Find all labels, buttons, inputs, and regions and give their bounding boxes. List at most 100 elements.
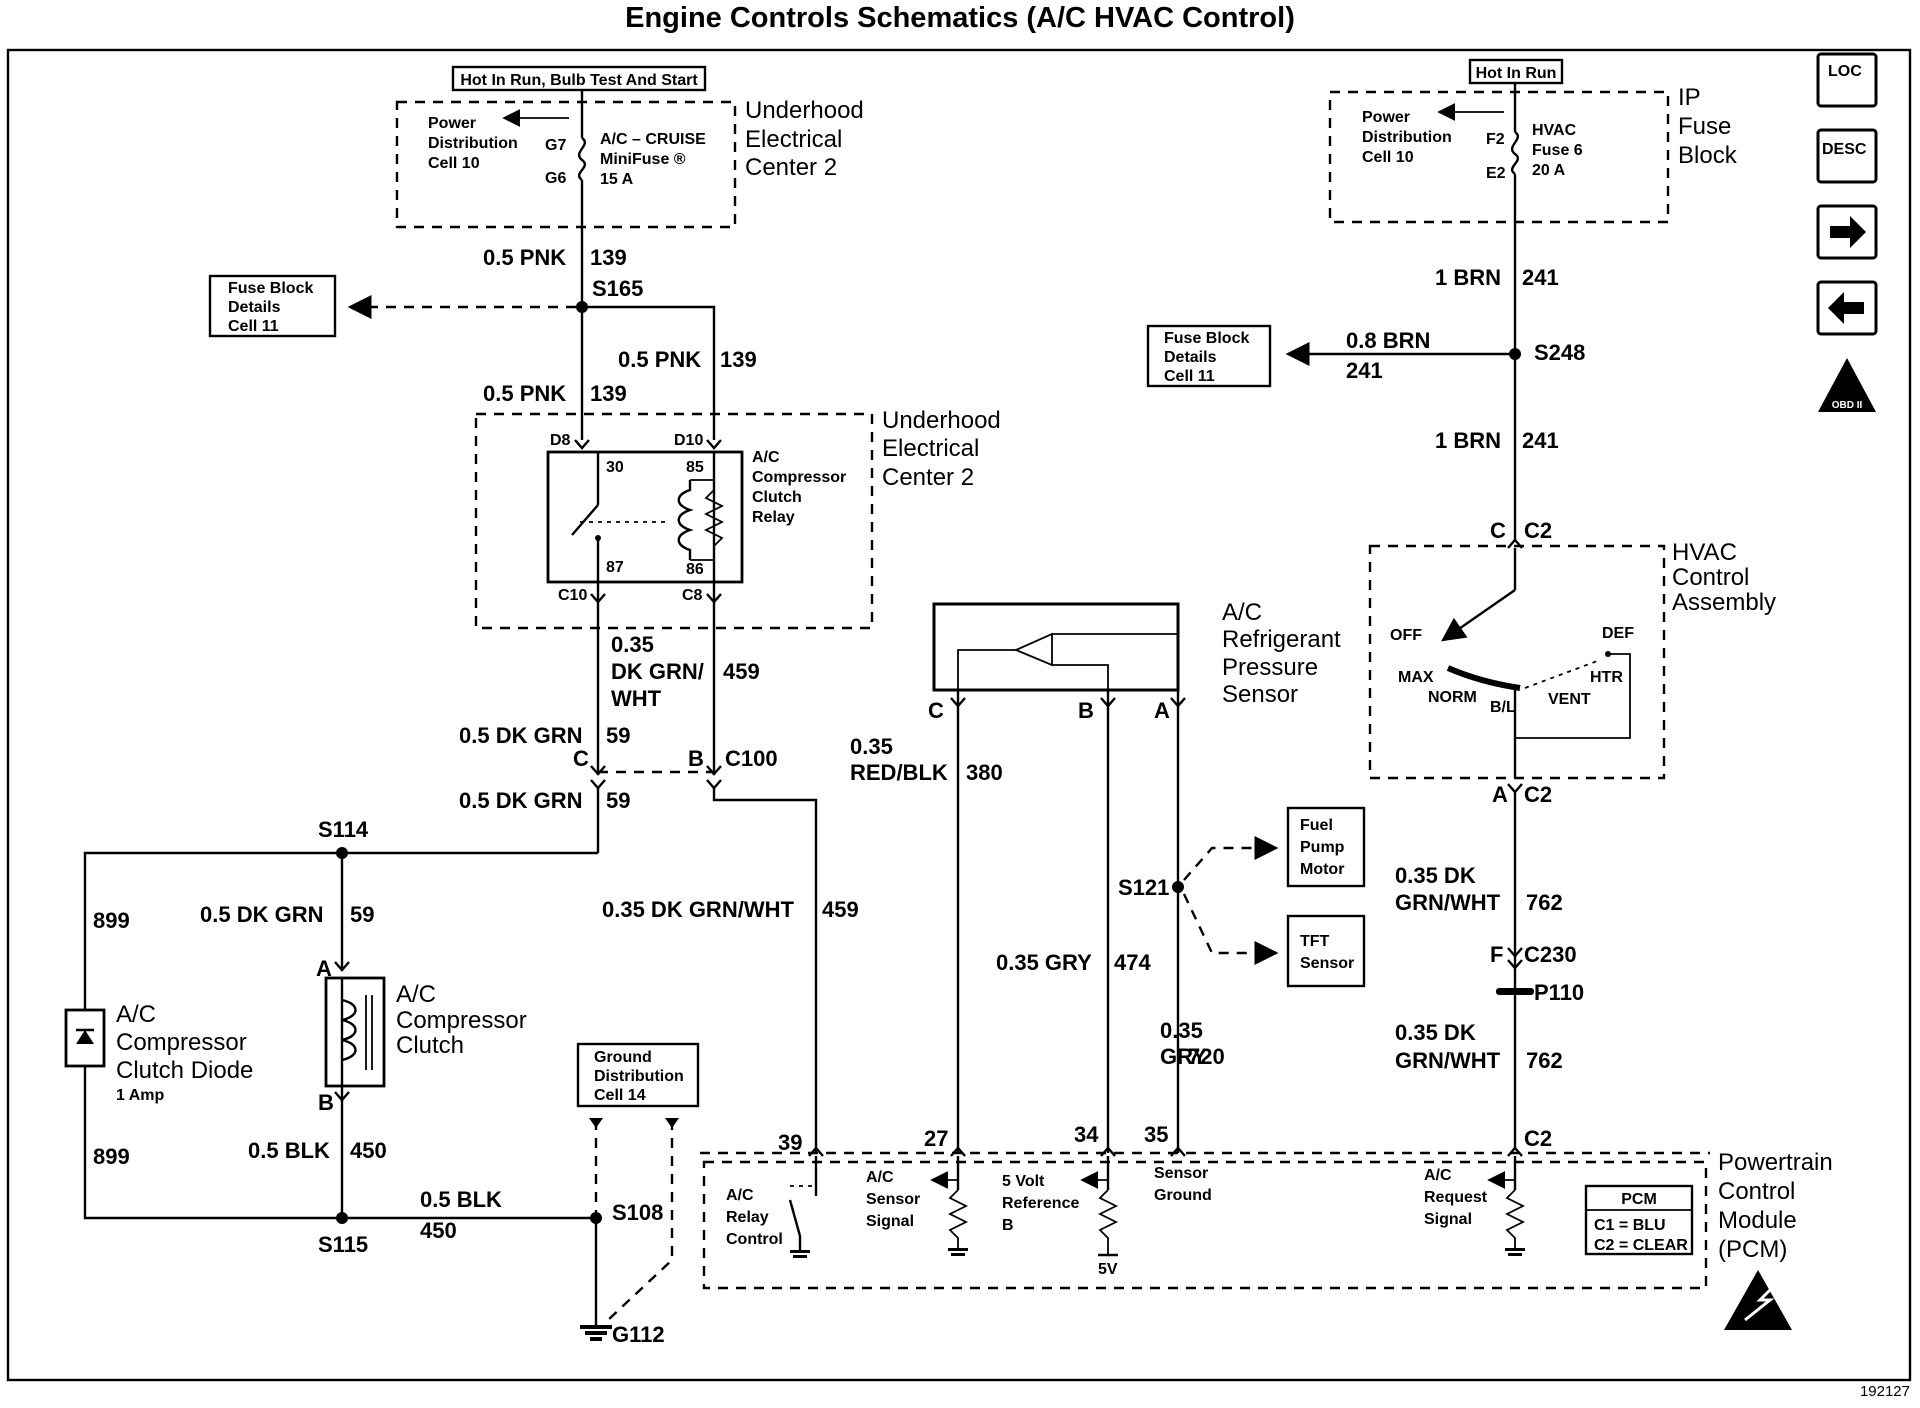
clutch-label: Clutch [396, 1032, 464, 1059]
fuse-label: 20 A [1532, 162, 1566, 179]
pd-label: Cell 10 [428, 155, 480, 172]
splice-label: S115 [318, 1232, 368, 1257]
pin-label: E2 [1486, 165, 1506, 182]
fuel-pump-motor-box[interactable]: Fuel Pump Motor [1286, 806, 1366, 888]
pcm-func: A/C [726, 1187, 754, 1204]
pcm-func: A/C [866, 1169, 894, 1186]
nav-loc-button[interactable]: LOC [1816, 52, 1878, 108]
splice-label: S121 [1118, 875, 1169, 900]
right-power-source: Hot In Run Power Distribution Cell 10 F2… [1328, 58, 1738, 224]
ac-refrigerant-pressure-sensor: A/C Refrigerant Pressure Sensor C B A 0.… [850, 599, 1341, 1153]
obd-icon [1818, 358, 1876, 412]
wire-label: GRY [1160, 1044, 1207, 1069]
sensor-label: A/C [1222, 599, 1262, 626]
pcm-func: Control [726, 1231, 783, 1248]
connector-label: C100 [725, 746, 778, 771]
connector-label: C [1490, 518, 1506, 543]
pd-label: Distribution [1362, 129, 1452, 146]
forward-arrow-icon [1830, 216, 1866, 248]
wire-label: RED/BLK [850, 760, 948, 785]
wire-label: 0.5 DK GRN [459, 723, 582, 748]
nav-desc-button[interactable]: DESC [1816, 128, 1878, 184]
pcm-label: Powertrain [1718, 1149, 1833, 1176]
wire-label: 450 [420, 1218, 457, 1243]
diode-rating: 1 Amp [116, 1087, 165, 1104]
fuse-label: Fuse 6 [1532, 142, 1583, 159]
wire-label: 720 [1188, 1044, 1225, 1069]
wire-762: 0.35 DK GRN/WHT 762 F C230 P110 0.35 DK … [1395, 792, 1584, 1151]
fbd-label: Cell 11 [1164, 368, 1215, 385]
fuel-pump-label: Fuel [1300, 817, 1333, 834]
ground-distribution-box[interactable]: Ground Distribution Cell 14 [576, 1042, 700, 1108]
nav-loc-label: LOC [1828, 63, 1862, 80]
pcm-label: Control [1718, 1178, 1795, 1205]
diode-label: Compressor [116, 1029, 247, 1056]
relay-label: Relay [752, 509, 795, 526]
hot-in-run-label: Hot In Run [1476, 65, 1557, 82]
fbd-label: Details [1164, 349, 1217, 366]
hvac-control-assembly: C C2 HVAC Control Assembly OFF DEF MAX H… [1368, 518, 1776, 807]
connector-label: C2 [1524, 1126, 1552, 1151]
nav-obd-label: OBD II [1832, 400, 1863, 411]
splice-s121 [1172, 881, 1184, 893]
pcm-func: Reference [1002, 1195, 1079, 1212]
pcm-func: A/C [1424, 1167, 1452, 1184]
left-power-source: Hot In Run, Bulb Test And Start Power Di… [395, 65, 864, 229]
tft-sensor-box[interactable]: TFT Sensor [1286, 914, 1366, 988]
fuse-label: A/C – CRUISE [600, 131, 706, 148]
fbd-label: Fuse Block [1164, 330, 1249, 347]
pin-label: 34 [1074, 1122, 1099, 1147]
pin-label: 87 [606, 559, 624, 576]
pd-label: Cell 10 [1362, 149, 1414, 166]
hvac-position: DEF [1602, 625, 1634, 642]
pcm-label: (PCM) [1718, 1236, 1787, 1263]
connector-label: B [688, 746, 704, 771]
nav-back-button[interactable] [1816, 280, 1878, 336]
pin-label: G6 [545, 170, 566, 187]
wire-label: 0.5 BLK [420, 1187, 502, 1212]
pin-label: B [1078, 698, 1094, 723]
pcm-func: Sensor [866, 1191, 920, 1208]
connector-label: C230 [1524, 942, 1577, 967]
pcm-func: Request [1424, 1189, 1488, 1206]
clutch-label: A/C [396, 981, 436, 1008]
nav-forward-button[interactable] [1816, 204, 1878, 260]
fuse-block-details-right[interactable]: Fuse Block Details Cell 11 [1146, 324, 1272, 388]
wire-label: 0.35 GRY [996, 950, 1092, 975]
wires-relay-output: 0.35 DK GRN/ WHT 459 0.5 DK GRN 59 C B C… [83, 582, 859, 1220]
sensor-label: Refrigerant [1222, 626, 1341, 653]
wire-label: 0.5 PNK [483, 381, 566, 406]
wire-label: 0.5 PNK [483, 245, 566, 270]
wire-label: 1 BRN [1435, 265, 1501, 290]
pin-label: 35 [1144, 1122, 1168, 1147]
pin-label: 39 [778, 1130, 802, 1155]
splice-s248 [1509, 348, 1521, 360]
wire-241: 1 BRN 241 S248 0.8 BRN 241 1 BRN 241 [1285, 174, 1585, 540]
fuse-block-details-left[interactable]: Fuse Block Details Cell 11 [208, 274, 337, 338]
pcm-label: Module [1718, 1207, 1797, 1234]
ac-compressor-clutch-relay: Underhood Electrical Center 2 D8 D10 30 … [474, 407, 1001, 630]
nav-obd-button[interactable]: OBD II [1818, 358, 1876, 412]
relay-label: Compressor [752, 469, 846, 486]
pcm-func: Signal [866, 1213, 914, 1230]
pd-label: Distribution [428, 135, 518, 152]
wire-label: 241 [1346, 358, 1383, 383]
hvac-position: OFF [1390, 627, 1422, 644]
connector-label: A [1492, 782, 1508, 807]
sensor-label: Pressure [1222, 654, 1318, 681]
wire-label: 0.5 DK GRN [200, 902, 323, 927]
wire-label: 450 [350, 1138, 387, 1163]
hvac-label: Control [1672, 564, 1749, 591]
hvac-position: HTR [1590, 669, 1623, 686]
pin-label: 27 [924, 1126, 948, 1151]
splice-label: S114 [318, 817, 369, 842]
center-label: Underhood [745, 97, 864, 124]
wire-label: 0.35 [611, 632, 654, 657]
wire-label: 0.8 BRN [1346, 328, 1430, 353]
connector-label: C [573, 746, 589, 771]
center-label: Electrical [745, 126, 842, 153]
center-label: Center 2 [745, 154, 837, 181]
ground-label: G112 [612, 1322, 665, 1347]
pin-label: A [1154, 698, 1170, 723]
tft-label: TFT [1300, 933, 1330, 950]
